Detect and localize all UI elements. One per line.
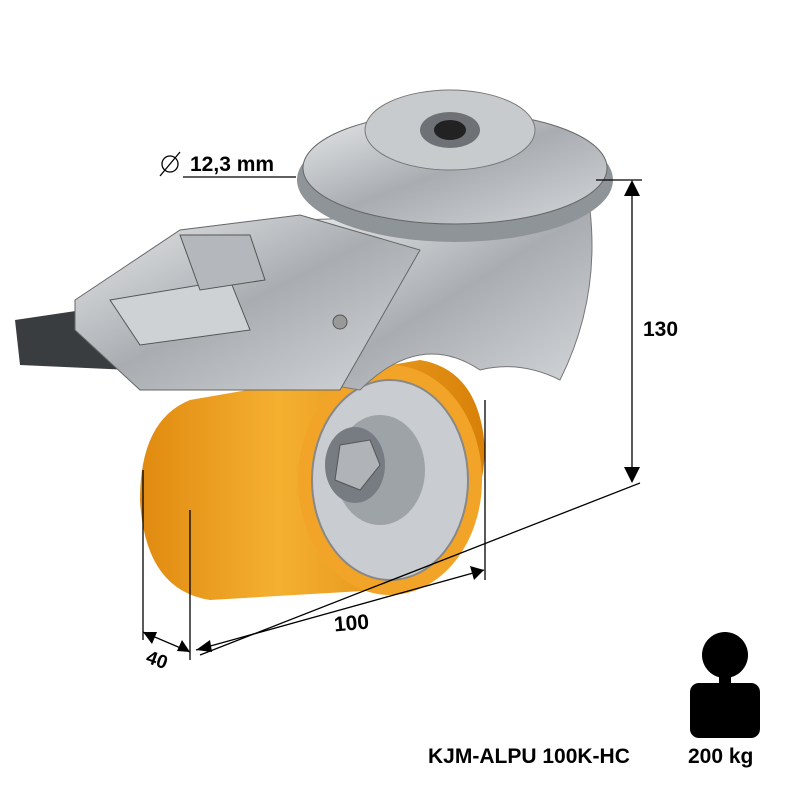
bracket — [15, 209, 593, 391]
model-label: KJM-ALPU 100K-HC — [428, 745, 630, 768]
bore-diameter-label: 12,3 mm — [190, 153, 275, 176]
axle-nut — [334, 439, 381, 491]
diameter-icon — [159, 151, 181, 177]
dimension-lines — [142, 176, 642, 660]
dimension-arrows — [143, 180, 640, 652]
height-label: 130 — [643, 318, 679, 341]
top-plate — [297, 89, 613, 242]
wheel — [140, 360, 485, 600]
wheel-diameter-label: 100 — [333, 610, 370, 637]
load-capacity-label: 200 kg — [688, 745, 754, 768]
weight-icon — [690, 632, 760, 738]
